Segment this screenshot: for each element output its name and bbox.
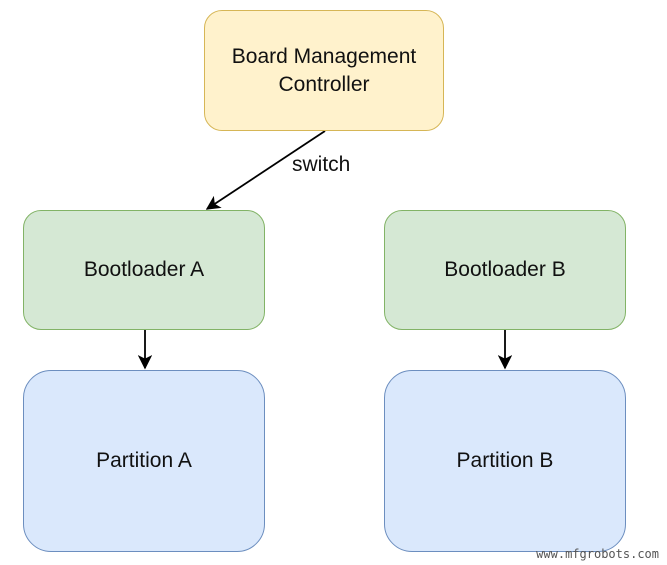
partition-a-label: Partition A [96,449,192,472]
bmc-label-line1: Board Management [231,44,417,68]
bootloader-b-node: Bootloader B [384,210,626,330]
bootloader-a-node: Bootloader A [23,210,265,330]
partition-a-node: Partition A [23,370,265,552]
watermark: www.mfgrobots.com [536,547,659,561]
switch-edge-label: switch [292,153,351,176]
bmc-label-line2: Controller [278,72,370,96]
bootloader-b-label: Bootloader B [444,258,566,281]
bootloader-a-label: Bootloader A [83,258,205,281]
board-management-controller-node: Board Management Controller [204,10,444,131]
partition-b-label: Partition B [456,449,554,472]
partition-b-node: Partition B [384,370,626,552]
